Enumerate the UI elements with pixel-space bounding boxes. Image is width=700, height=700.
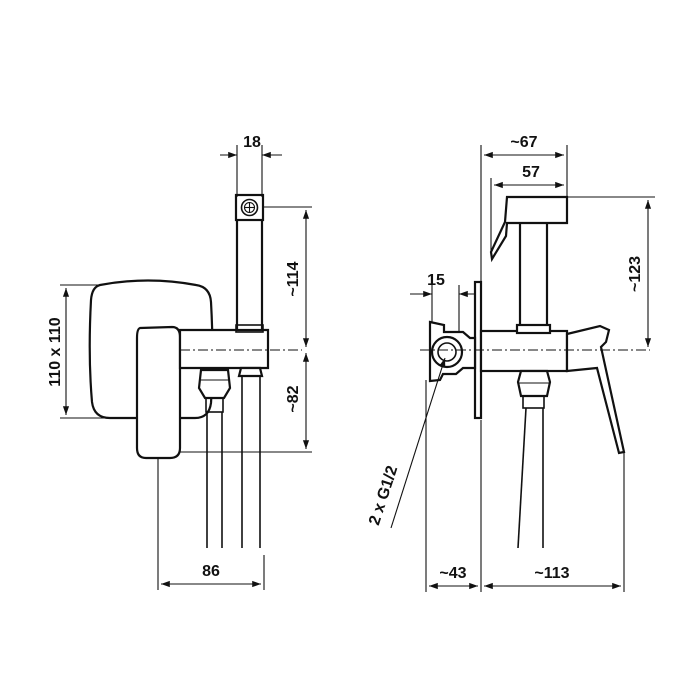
dim-connector-label: 15 [427,272,445,289]
spray-nozzle [240,198,259,217]
side-shower-head [489,195,569,263]
connection-ring [430,335,464,369]
dim-total-width-label: 86 [202,563,220,580]
dim-plate-label: 110 x 110 [47,317,64,387]
front-view: 110 x 110 18 ~114 ~82 86 [47,134,312,590]
dim-height-label: ~123 [627,256,644,292]
side-view: ~67 57 ~123 15 2 x G1/2 ~43 ~113 [366,134,655,592]
dim-connection-label: 2 x G1/2 [366,464,401,528]
mixer-lever [135,325,182,460]
outlet-body [178,328,270,370]
dim-upper-height-label: ~114 [285,261,302,296]
hose-connector [197,368,232,400]
dim-lower-height-label: ~82 [285,385,302,412]
side-lever [565,324,626,455]
dim-outer-width-label: ~67 [510,134,537,151]
dim-wall-depth-label: ~43 [439,565,466,582]
side-shower-tube [518,220,549,333]
dim-projection-label: ~113 [534,565,569,582]
side-outlet-body [479,329,569,373]
dim-handle-width-label: 18 [243,134,261,151]
dim-head-width-label: 57 [522,164,540,181]
